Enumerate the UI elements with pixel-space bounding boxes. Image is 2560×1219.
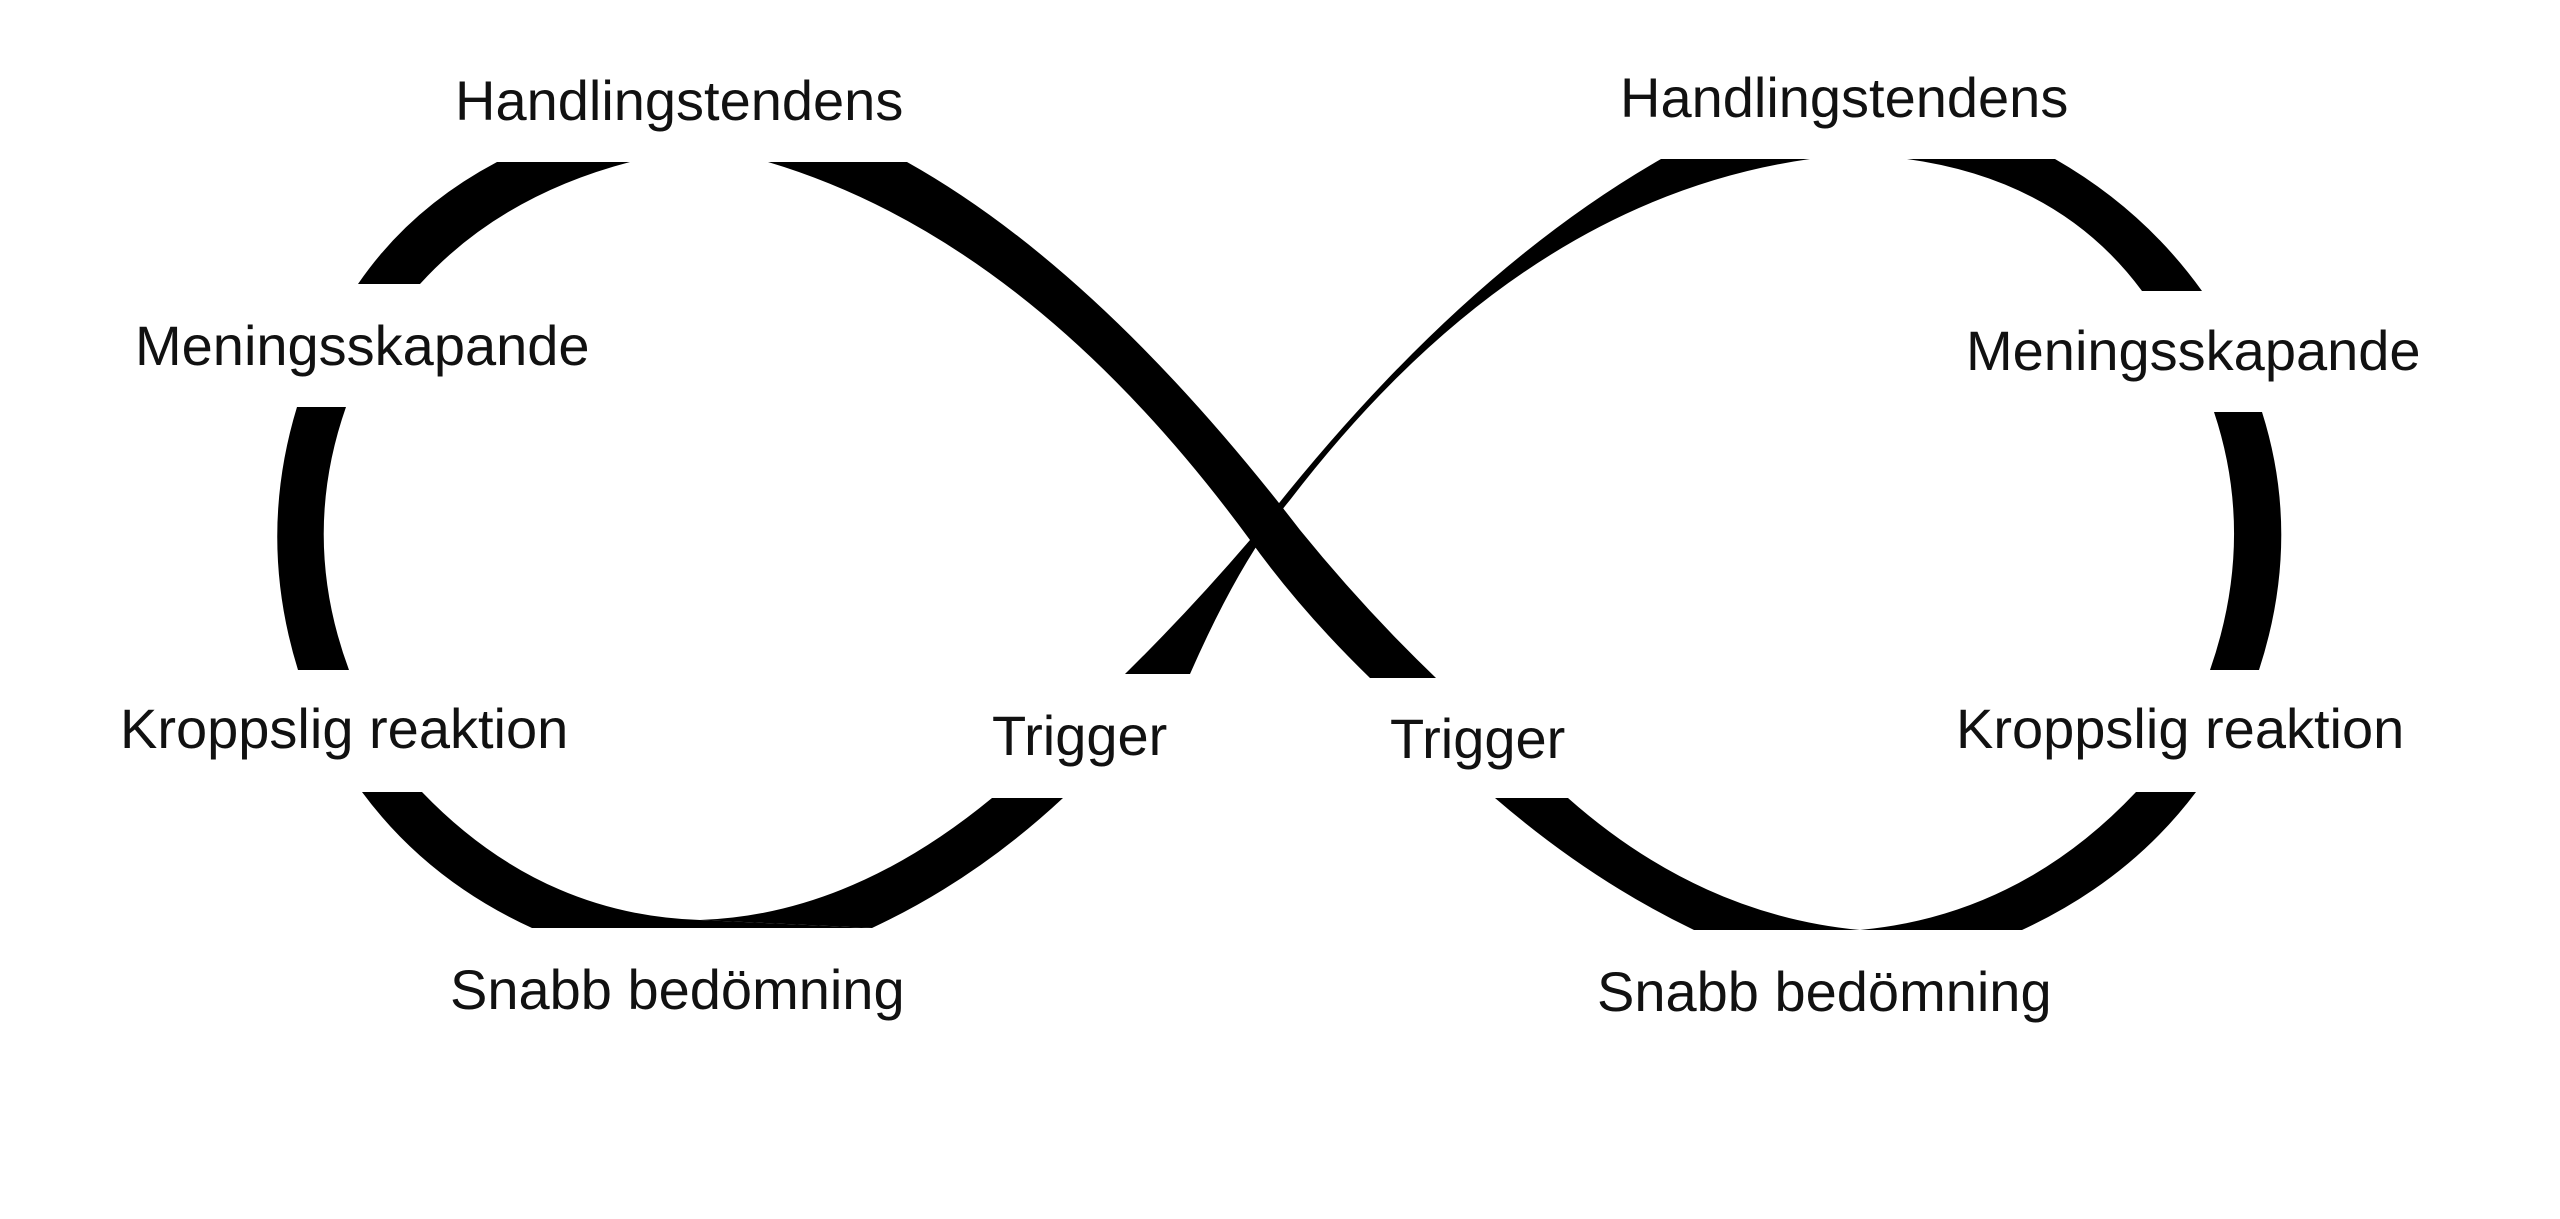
left-loop-arc-bottom (362, 792, 872, 928)
left-loop-arc-trigger (700, 798, 1063, 928)
left-trigger-label: Trigger (992, 704, 1167, 767)
right-meningsskapande-label: Meningsskapande (1966, 319, 2421, 382)
left-kroppslig-reaktion-label: Kroppslig reaktion (120, 697, 568, 760)
crossing-band-left-to-right (768, 162, 1436, 678)
right-kroppslig-reaktion-label: Kroppslig reaktion (1956, 697, 2404, 760)
left-handlingstendens-label: Handlingstendens (455, 69, 903, 132)
right-trigger-label: Trigger (1390, 707, 1565, 770)
right-loop-arc-side (2210, 412, 2282, 670)
left-snabb-bedomning-label: Snabb bedömning (450, 958, 905, 1021)
left-loop-arc-side (277, 407, 349, 670)
left-meningsskapande-label: Meningsskapande (135, 314, 590, 377)
right-handlingstendens-label: Handlingstendens (1620, 66, 2068, 129)
crossing-band-right-to-left (1125, 159, 1810, 674)
right-snabb-bedomning-label: Snabb bedömning (1597, 960, 2052, 1023)
left-loop (277, 162, 1063, 928)
right-loop-arc-top (1907, 159, 2202, 291)
left-loop-arc-top (358, 162, 630, 284)
right-loop (1495, 159, 2282, 930)
infinity-crossing (768, 159, 1810, 678)
right-loop-arc-bottom (1860, 792, 2196, 930)
right-loop-arc-trigger (1495, 798, 1860, 930)
